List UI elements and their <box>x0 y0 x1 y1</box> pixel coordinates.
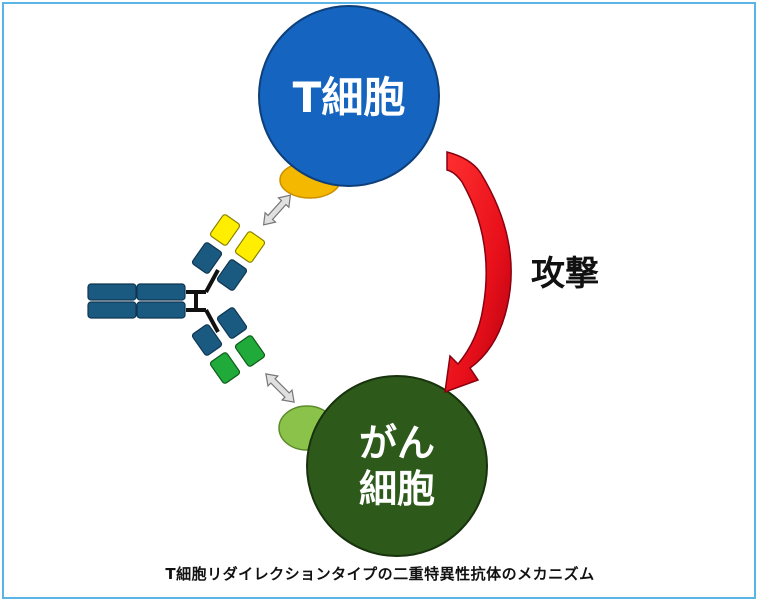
bispecific-antibody <box>88 284 185 318</box>
fc-upper-left <box>88 284 136 300</box>
fab-lower-heavy-2 <box>209 352 240 385</box>
double-arrow-icon <box>261 369 299 407</box>
attack-label: 攻撃 <box>531 254 599 294</box>
fab-lower-light-1 <box>216 307 247 340</box>
red-curved-arrow-icon <box>445 152 511 392</box>
cancer-cell-label-line1: がん <box>359 421 435 465</box>
fab-upper-heavy-2 <box>209 214 240 247</box>
fab-upper-light-1 <box>216 259 247 292</box>
fab-arm-lower <box>191 307 265 385</box>
fab-lower-light-2 <box>234 335 265 368</box>
fab-upper-heavy-1 <box>191 242 222 275</box>
hinge-region <box>186 270 218 332</box>
cancer-cell-label-line2: 細胞 <box>359 467 435 511</box>
cancer-cell <box>307 376 487 556</box>
double-arrow-icon <box>258 190 295 229</box>
diagram-caption: T細胞リダイレクションタイプの二重特異性抗体のメカニズム <box>0 563 760 584</box>
fc-lower-right <box>137 302 185 318</box>
t-cell-label: T細胞 <box>293 73 406 122</box>
fc-lower-left <box>88 302 136 318</box>
fab-upper-light-2 <box>234 231 265 264</box>
fc-upper-right <box>137 284 185 300</box>
fab-arm-upper <box>191 214 265 292</box>
